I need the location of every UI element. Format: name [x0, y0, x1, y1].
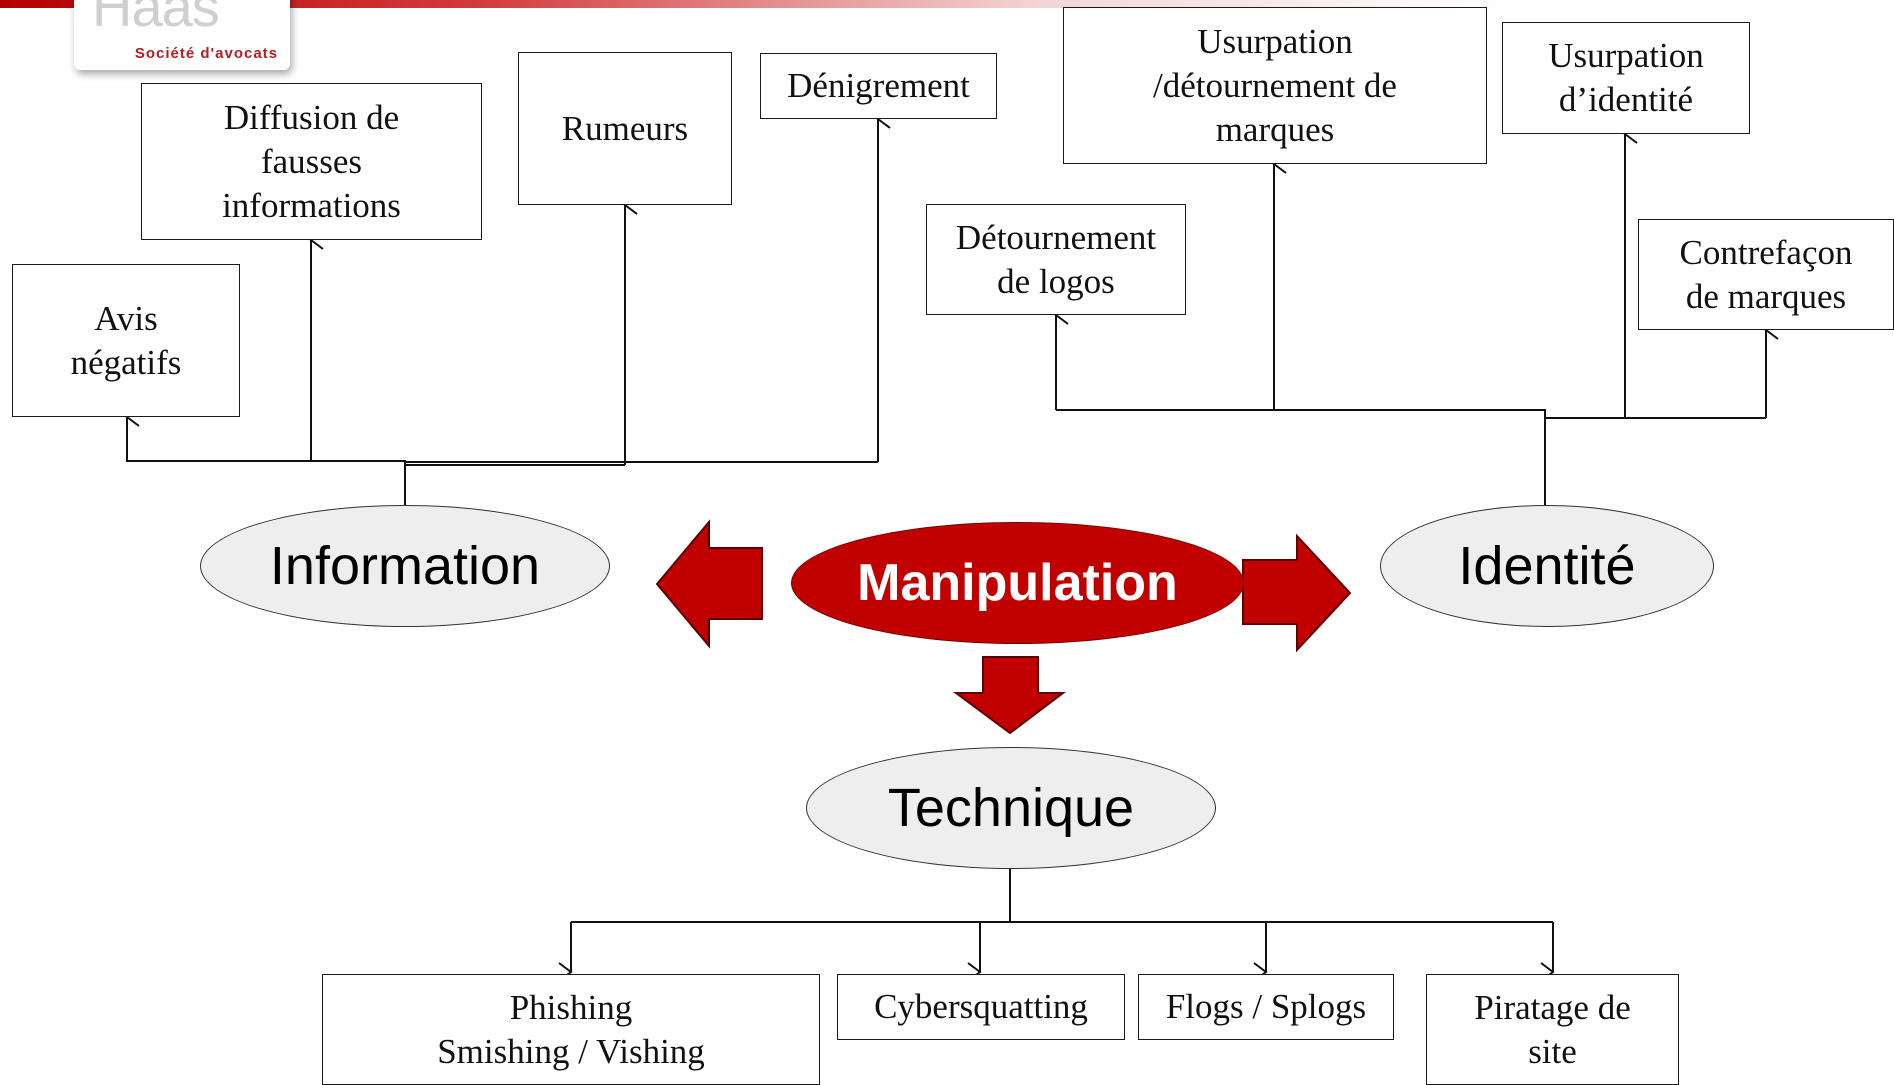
logo-tagline: Société d'avocats [134, 45, 278, 62]
node-identite: Identité [1380, 505, 1714, 627]
block-arrow-down [952, 656, 1066, 735]
node-denigrement: Dénigrement [760, 53, 997, 119]
logo: Haas Société d'avocats [74, 0, 290, 70]
node-label: Piratage de site [1474, 987, 1631, 1071]
node-technique: Technique [806, 747, 1216, 869]
node-diffusion-fausses-informations: Diffusion de fausses informations [141, 83, 482, 240]
node-information: Information [200, 505, 610, 627]
node-piratage-de-site: Piratage de site [1426, 974, 1679, 1085]
node-label: Usurpation /détournement de marques [1153, 21, 1397, 149]
node-rumeurs: Rumeurs [518, 52, 732, 205]
node-technique-label: Technique [887, 778, 1135, 838]
node-usurpation-identite: Usurpation d’identité [1502, 22, 1750, 134]
connector-information-trunk [126, 417, 406, 505]
node-label: Usurpation d’identité [1548, 36, 1704, 119]
logo-wordmark: Haas [92, 0, 220, 38]
node-label: Diffusion de fausses informations [222, 97, 401, 225]
node-cybersquatting: Cybersquatting [837, 974, 1125, 1040]
node-contrefacon-marques: Contrefaçon de marques [1638, 219, 1894, 330]
node-usurpation-detournement-marques: Usurpation /détournement de marques [1063, 7, 1487, 164]
node-phishing-smishing-vishing: Phishing Smishing / Vishing [322, 974, 820, 1085]
node-label: Phishing Smishing / Vishing [437, 987, 705, 1071]
node-flogs-splogs: Flogs / Splogs [1138, 974, 1394, 1040]
node-manipulation: Manipulation [791, 522, 1244, 644]
node-label: Rumeurs [561, 108, 689, 148]
node-avis-negatifs: Avis négatifs [12, 264, 240, 417]
node-label: Détournement de logos [955, 217, 1157, 301]
node-label: Contrefaçon de marques [1679, 232, 1853, 316]
node-label: Flogs / Splogs [1165, 987, 1367, 1026]
block-arrow-left [655, 519, 763, 649]
node-label: Cybersquatting [874, 987, 1088, 1026]
node-label: Avis négatifs [70, 298, 182, 382]
node-identite-label: Identité [1458, 536, 1636, 596]
block-arrow-right [1242, 533, 1352, 653]
connector-identite-trunk [1056, 409, 1546, 505]
node-label: Dénigrement [787, 66, 970, 105]
node-detournement-logos: Détournement de logos [926, 204, 1186, 315]
node-manipulation-label: Manipulation [857, 554, 1178, 612]
node-information-label: Information [269, 536, 541, 596]
header-band [0, 0, 1894, 8]
